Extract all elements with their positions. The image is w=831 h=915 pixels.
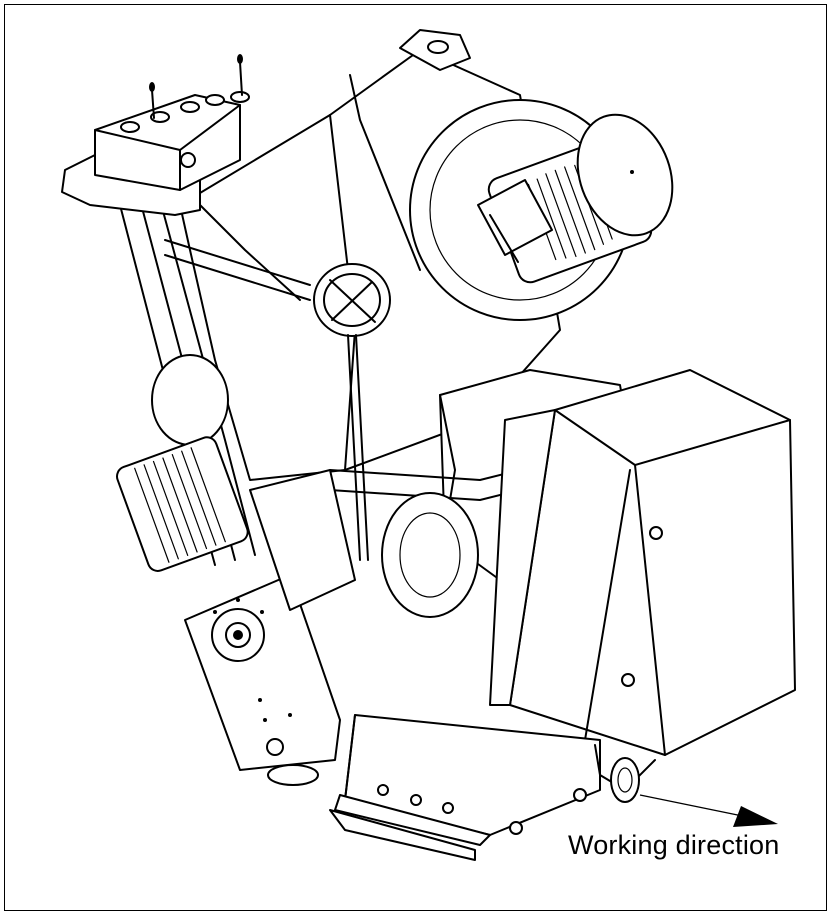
- toggle-switch-left: [149, 82, 155, 119]
- working-direction-arrow: [639, 794, 778, 827]
- drive-housing: [184, 574, 341, 771]
- bottom-seal-assembly: [329, 714, 601, 861]
- working-direction-label: Working direction: [568, 830, 780, 860]
- lifting-eye: [399, 29, 471, 71]
- left-motor: [116, 354, 249, 572]
- left-wheel: [267, 764, 319, 786]
- figure-frame: [4, 4, 827, 911]
- toggle-switch-right: [237, 54, 243, 96]
- control-box: [61, 91, 250, 216]
- top-motor: [477, 113, 674, 284]
- central-hopper: [164, 239, 391, 561]
- blast-wheel-housing: [249, 469, 479, 618]
- electrical-cabinet: [489, 369, 796, 756]
- right-caster-wheel: [594, 744, 656, 803]
